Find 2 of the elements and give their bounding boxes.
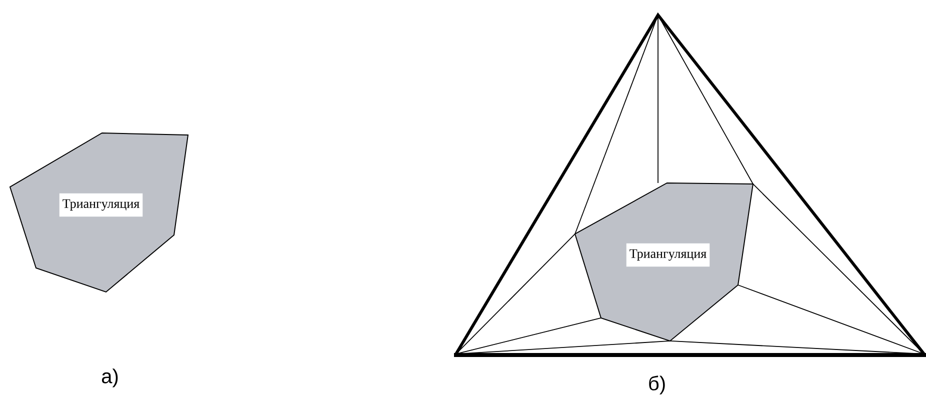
figure-label: а) xyxy=(102,368,118,388)
figure-label: б) xyxy=(649,376,665,394)
